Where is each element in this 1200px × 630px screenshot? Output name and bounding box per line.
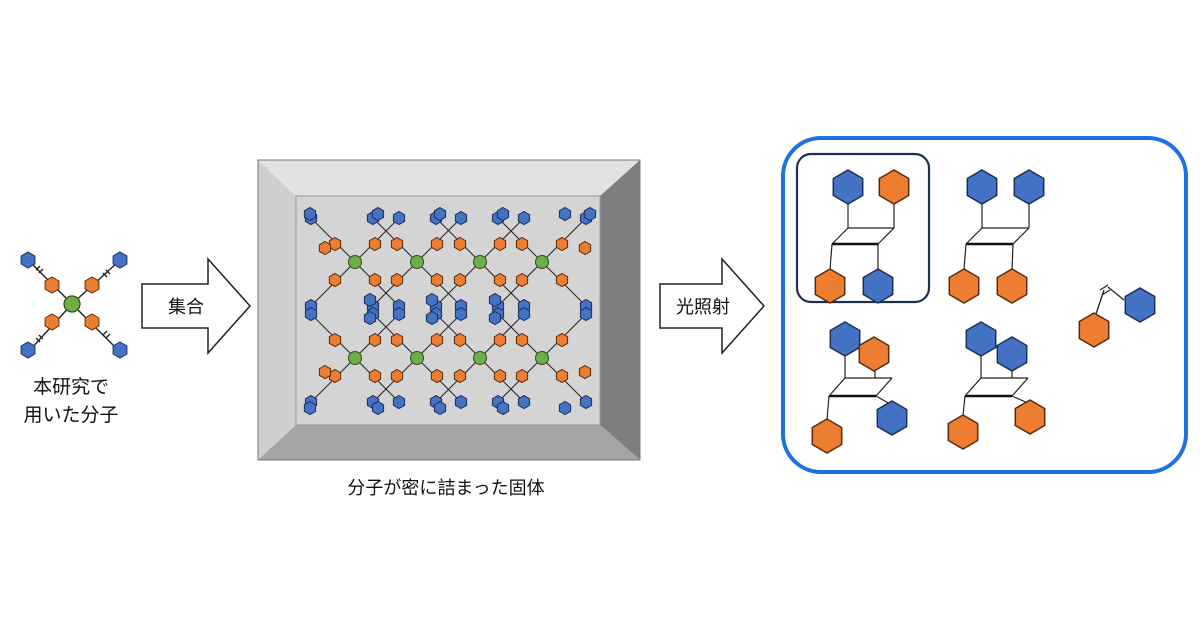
blue-ring [304, 306, 318, 322]
orange-ring [555, 272, 569, 288]
blue-ring [558, 206, 572, 222]
core-node [535, 351, 549, 365]
blue-ring [583, 206, 597, 222]
blue-ring [517, 306, 531, 322]
solid-frame [257, 159, 641, 461]
packed-molecules [303, 206, 597, 416]
orange-ring [578, 364, 592, 380]
orange-ring [328, 236, 342, 252]
blue-ring [363, 292, 377, 308]
blue-ring [488, 310, 502, 326]
blue-ring [371, 206, 385, 222]
monomer-fragment [1078, 284, 1156, 348]
core-node [348, 351, 362, 365]
orange-ring [368, 368, 382, 384]
dimer-product-4 [947, 321, 1046, 450]
blue-ring [454, 210, 468, 226]
orange-ring [555, 332, 569, 348]
molecule-caption-line2: 用いた分子 [23, 404, 118, 426]
blue-ring [303, 400, 317, 416]
orange-ring [390, 236, 404, 252]
core-node [473, 351, 487, 365]
blue-ring [425, 292, 439, 308]
orange-ring [328, 272, 342, 288]
blue-ring [496, 206, 510, 222]
orange-ring [493, 236, 507, 252]
orange-ring [390, 368, 404, 384]
blue-ring [454, 306, 468, 322]
assemble-label: 集合 [168, 297, 204, 318]
orange-ring [328, 332, 342, 348]
blue-ring [488, 292, 502, 308]
molecule-icon [20, 251, 128, 359]
orange-ring [453, 272, 467, 288]
blue-ring [392, 210, 406, 226]
highlight-box [795, 152, 931, 304]
orange-ring [368, 272, 382, 288]
orange-ring [390, 332, 404, 348]
core-node [348, 255, 362, 269]
orange-ring [368, 332, 382, 348]
blue-ring [517, 394, 531, 410]
blue-ring [433, 206, 447, 222]
orange-ring [493, 368, 507, 384]
blue-ring [425, 310, 439, 326]
blue-ring [371, 400, 385, 416]
core-node [410, 255, 424, 269]
blue-ring [392, 394, 406, 410]
blue-ring [517, 210, 531, 226]
blue-ring [363, 310, 377, 326]
orange-ring [390, 272, 404, 288]
orange-ring [453, 332, 467, 348]
blue-ring [496, 400, 510, 416]
orange-ring [430, 272, 444, 288]
blue-ring [579, 394, 593, 410]
orange-ring [493, 272, 507, 288]
blue-ring [392, 306, 406, 322]
orange-ring [493, 332, 507, 348]
core-node [473, 255, 487, 269]
orange-ring [555, 236, 569, 252]
solid-caption: 分子が密に詰まった固体 [347, 478, 544, 499]
orange-ring [555, 368, 569, 384]
orange-ring [368, 236, 382, 252]
blue-ring [303, 206, 317, 222]
dimer-product-1 [814, 169, 910, 304]
orange-ring [453, 236, 467, 252]
core-node [535, 255, 549, 269]
assemble-arrow: 集合 [141, 257, 252, 355]
core-node [410, 351, 424, 365]
orange-ring [318, 364, 332, 380]
orange-ring [453, 368, 467, 384]
blue-ring [454, 394, 468, 410]
orange-ring [515, 272, 529, 288]
blue-ring [558, 400, 572, 416]
orange-ring [515, 236, 529, 252]
dimer-product-2 [948, 169, 1045, 304]
blue-ring [579, 306, 593, 322]
orange-ring [515, 332, 529, 348]
orange-ring [578, 240, 592, 256]
orange-ring [430, 236, 444, 252]
irradiate-label: 光照射 [676, 297, 730, 318]
dimer-product-3 [811, 321, 908, 454]
blue-ring [433, 400, 447, 416]
irradiate-arrow: 光照射 [659, 257, 766, 355]
orange-ring [515, 368, 529, 384]
orange-ring [430, 368, 444, 384]
orange-ring [318, 240, 332, 256]
molecule-caption-line1: 本研究で [33, 376, 109, 398]
orange-ring [430, 332, 444, 348]
product-panel [781, 136, 1188, 474]
